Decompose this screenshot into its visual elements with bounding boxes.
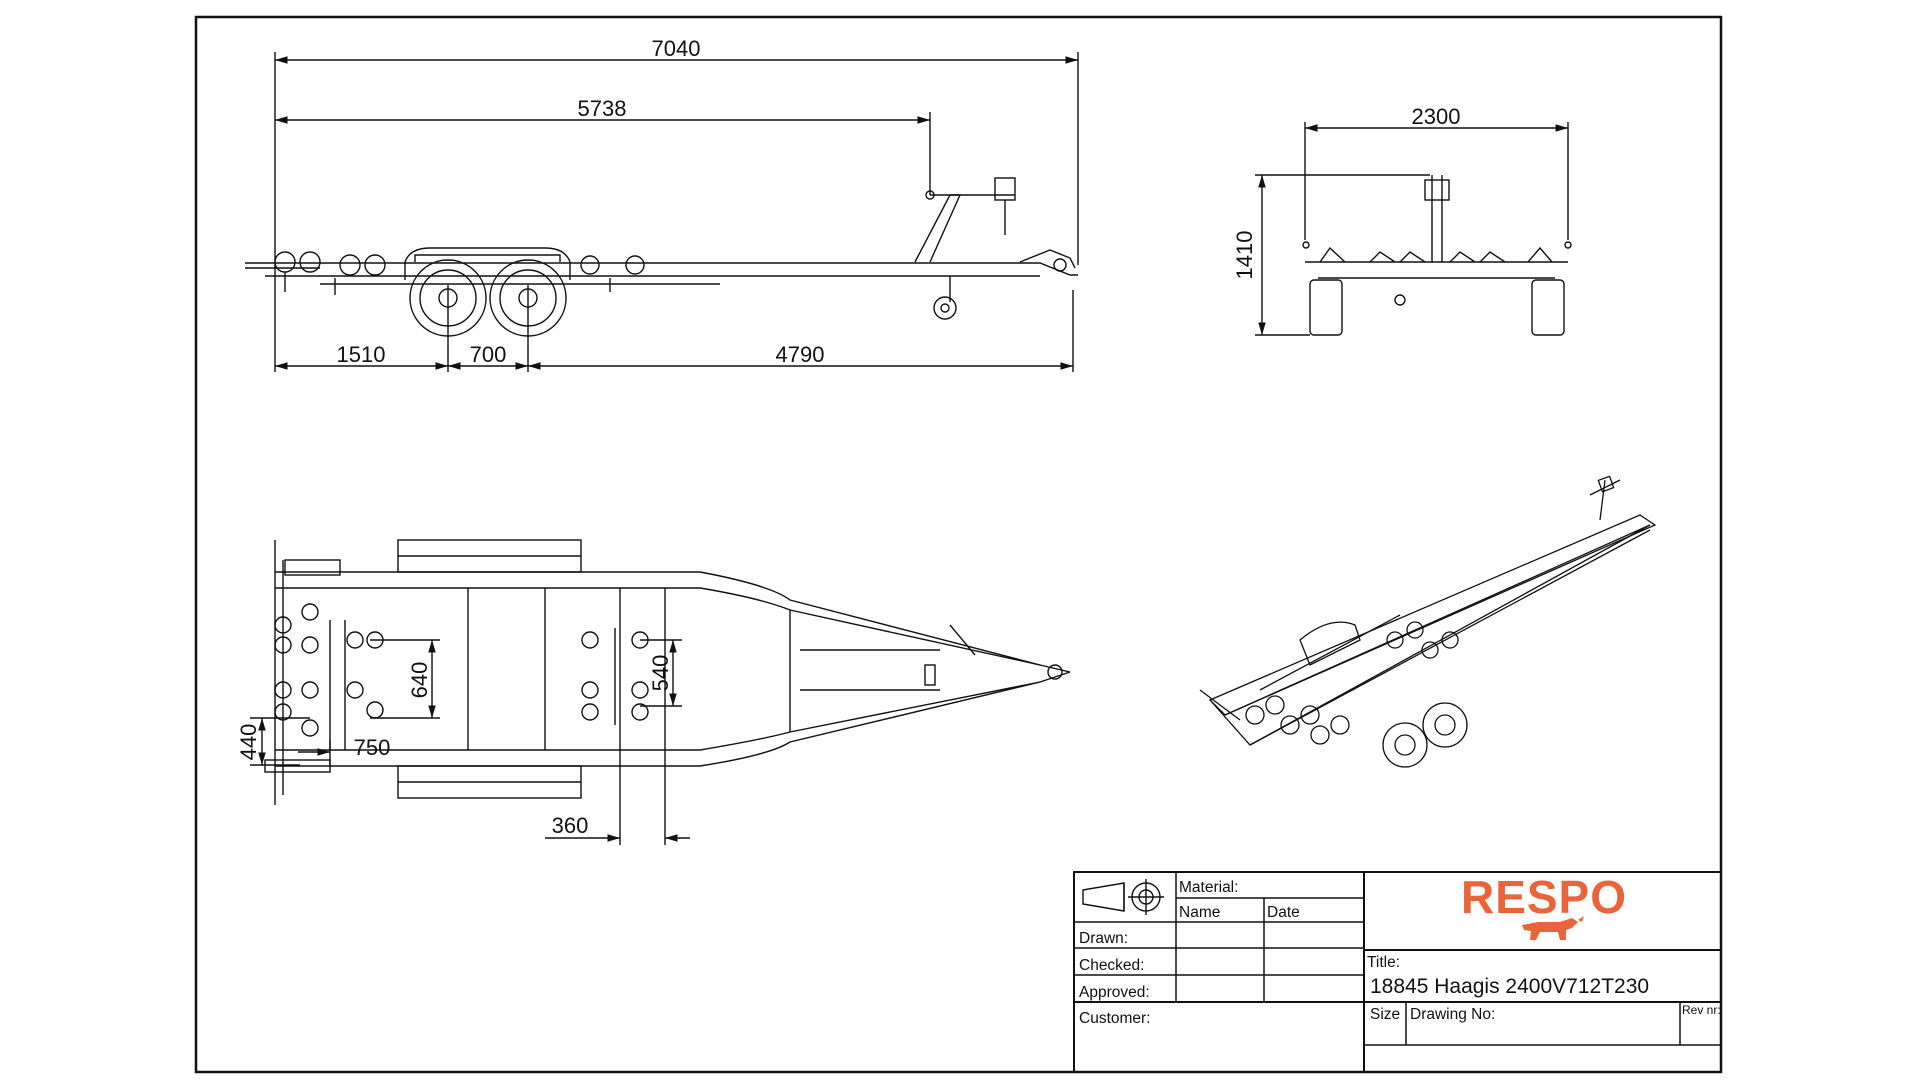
front-view [1255, 122, 1572, 336]
dim-overall-length: 7040 [652, 36, 701, 61]
dim-rear-roller-depth: 750 [354, 735, 391, 760]
checked-label: Checked: [1079, 957, 1144, 974]
approved-label: Approved: [1079, 984, 1150, 1001]
title-label: Title: [1367, 954, 1400, 971]
drawing-title: 18845 Haagis 2400V712T230 [1370, 975, 1649, 998]
respo-logo: RESPO [1461, 871, 1627, 940]
dim-front-width: 2300 [1412, 104, 1461, 129]
title-block-labels: Material: Name Date Drawn: Checked: Appr… [1079, 879, 1721, 1027]
dim-axle-spacing: 700 [470, 342, 507, 367]
side-view [245, 52, 1079, 372]
dim-axle-to-coupling: 4790 [776, 342, 825, 367]
drawing-no-label: Drawing No: [1410, 1006, 1495, 1023]
bull-icon [1522, 916, 1584, 940]
dim-winch-post: 5738 [578, 96, 627, 121]
top-view-dimension-labels: 640 540 440 750 360 [236, 655, 673, 838]
title-block [1073, 871, 1722, 1073]
dim-rear-to-axle: 1510 [337, 342, 386, 367]
dim-frame-width: 360 [552, 813, 589, 838]
dim-mid-roller-spacing: 540 [648, 655, 673, 692]
name-header: Name [1179, 904, 1220, 921]
top-view [250, 539, 1071, 845]
customer-label: Customer: [1079, 1010, 1151, 1027]
dim-rear-roller-spacing: 640 [407, 662, 432, 699]
date-header: Date [1267, 904, 1300, 921]
drawn-label: Drawn: [1079, 930, 1128, 947]
front-view-dimension-labels: 2300 1410 [1232, 104, 1460, 279]
size-label: Size [1370, 1006, 1400, 1023]
isometric-view [1199, 475, 1657, 768]
logo-text: RESPO [1461, 871, 1627, 923]
side-view-dimension-labels: 7040 5738 1510 700 4790 [337, 36, 825, 367]
sheet-border [194, 15, 1723, 1074]
dim-rear-roller-offset: 440 [236, 724, 261, 761]
rev-label: Rev nr: [1682, 1003, 1721, 1017]
material-label: Material: [1179, 879, 1238, 896]
third-angle-projection-icon [1082, 879, 1164, 915]
dim-front-height: 1410 [1232, 231, 1257, 280]
